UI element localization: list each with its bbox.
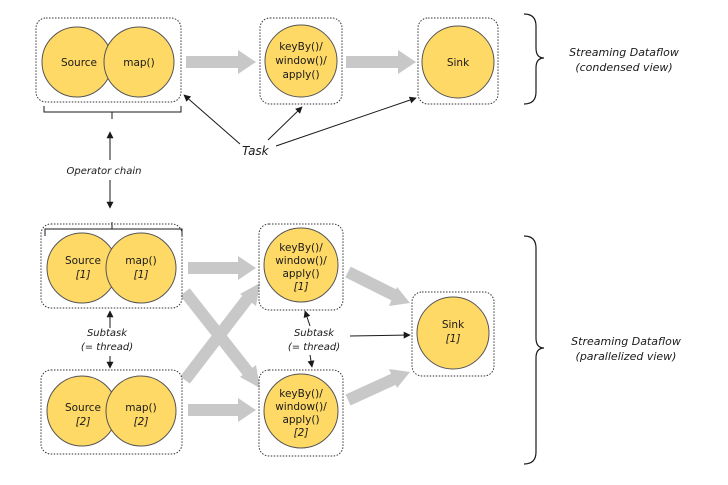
flow-arrow-keyby-to-sink (346, 50, 416, 74)
map-label: map() (123, 57, 155, 69)
chain-brace-top (43, 106, 182, 119)
flow-arrow-keyby2-to-sink (345, 369, 410, 406)
keyby-label-line: window()/ (275, 55, 327, 67)
source-2-index: [2] (76, 416, 91, 428)
source-1-index: [1] (76, 269, 91, 281)
keyby-1-operator (263, 227, 339, 303)
flow-arrow-map1-to-keyby1 (188, 256, 256, 280)
condensed-view-title: Streaming Dataflow (569, 46, 679, 59)
flow-arrow-map-to-keyby (186, 50, 256, 74)
task-pointer-to-keyby (267, 106, 303, 141)
subtask-box-keyby-1 (258, 223, 344, 311)
keyby-2-label-line: keyBy()/ (279, 388, 323, 400)
task-pointer-to-chain (183, 94, 241, 145)
parallelized-view-brace (523, 235, 545, 465)
keyby-2-operator (263, 373, 339, 449)
map-2-operator (105, 375, 177, 447)
source-1-label: Source (65, 255, 101, 267)
task-label: Task (242, 144, 270, 158)
keyby-label-line: apply() (282, 69, 319, 81)
keyby-1-label-line: keyBy()/ (279, 242, 323, 254)
chain-brace-bottom (44, 222, 183, 236)
map-operator (103, 26, 175, 98)
subtask-right-label: Subtask (294, 328, 335, 339)
map-1-index: [1] (134, 269, 149, 281)
subtask-right-pointer-down (307, 354, 315, 368)
keyby-label-line: keyBy()/ (279, 41, 323, 53)
parallelized-view: Source [1] map() [1] Source [2] map() [2… (40, 222, 495, 457)
flow-arrow-map2-to-keyby2 (188, 398, 256, 422)
subtask-right-note: (= thread) (288, 342, 340, 353)
condensed-view-subtitle: (condensed view) (575, 61, 672, 74)
keyby-2-label-line: window()/ (275, 401, 327, 413)
source-2-label: Source (65, 402, 101, 414)
source-label: Source (61, 57, 97, 69)
map-2-label: map() (125, 402, 157, 414)
task-box-keyby (259, 17, 343, 105)
pointer-arrows (106, 94, 417, 369)
sink-label: Sink (447, 57, 470, 69)
parallelized-view-subtitle: (parallelized view) (576, 350, 677, 363)
keyby-2-label-line: apply() (282, 414, 319, 426)
keyby-1-label-line: window()/ (275, 255, 327, 267)
task-box-source-map (35, 17, 182, 103)
map-1-label: map() (125, 255, 157, 267)
flow-arrows (180, 50, 416, 422)
task-pointer-to-sink (275, 96, 417, 147)
condensed-view: Source map() keyBy()/ window()/ apply() … (35, 17, 499, 119)
sink-operator (421, 25, 495, 99)
condensed-view-brace (523, 13, 545, 105)
keyby-operator (264, 24, 338, 98)
flow-arrow-keyby1-to-sink (345, 266, 410, 306)
subtask-right-pointer-sink (349, 331, 411, 339)
subtask-left-label: Subtask (87, 328, 128, 339)
parallelized-view-title: Streaming Dataflow (571, 335, 681, 348)
map-1-operator (105, 232, 177, 304)
keyby-1-index: [1] (294, 281, 309, 293)
subtask-box-source-map-2 (40, 369, 183, 455)
sink-1-operator (416, 296, 490, 370)
subtask-box-keyby-2 (258, 369, 344, 457)
map-2-index: [2] (134, 416, 149, 428)
subtask-right-pointer-up (303, 310, 311, 327)
keyby-2-index: [2] (294, 427, 309, 439)
subtask-box-sink (411, 291, 495, 377)
sink-1-index: [1] (446, 333, 461, 345)
sink-1-label: Sink (442, 319, 465, 331)
flow-arrow-map2-to-keyby1 (180, 283, 260, 384)
operator-chain-label: Operator chain (66, 166, 141, 177)
subtask-left-note: (= thread) (81, 342, 133, 353)
subtask-box-source-map-1 (40, 223, 183, 309)
task-box-sink (417, 17, 499, 105)
keyby-1-label-line: apply() (282, 268, 319, 280)
